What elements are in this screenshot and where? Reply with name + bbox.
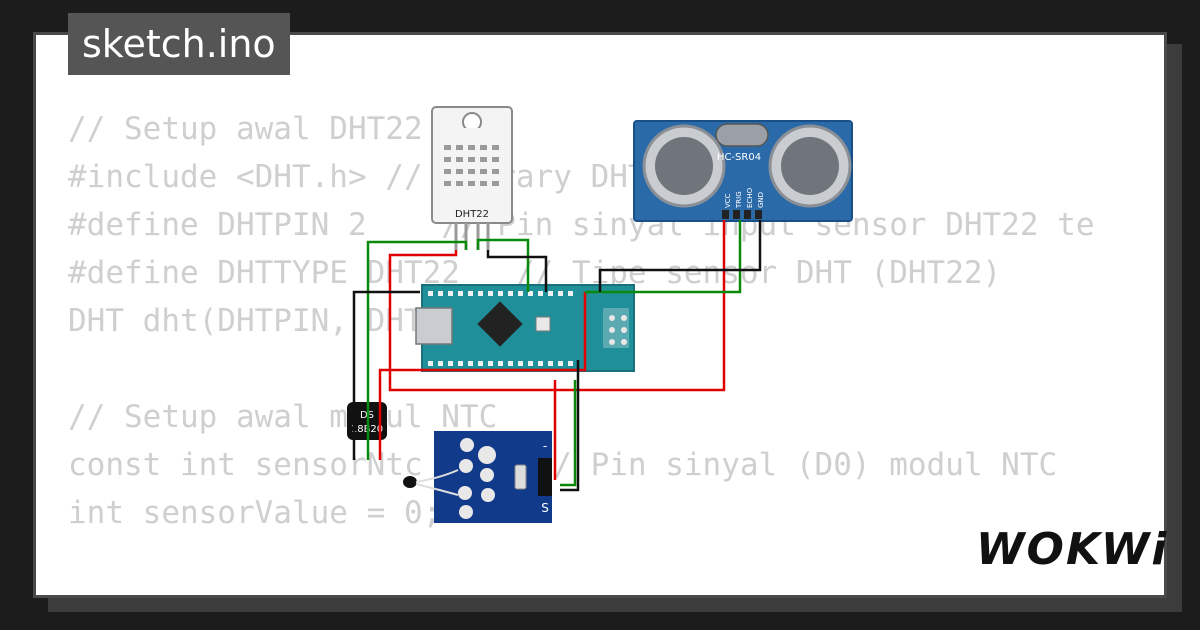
dht22-sensor[interactable]: DHT22 <box>431 106 513 250</box>
code-line: // Setup awal DHT22 <box>68 111 423 147</box>
code-line: // Setup awal sensor ultrasonic HCSR04 <box>68 585 1095 595</box>
hcsr04-pin-gnd: GND <box>757 192 765 208</box>
code-line: #define DHTPIN 2 // Pin sinyal input sen… <box>68 207 1095 243</box>
ntc-signal-label: S <box>541 501 549 515</box>
wires <box>352 220 762 492</box>
hcsr04-pin-echo: ECHO <box>746 187 754 208</box>
ntc-minus-label: - <box>543 439 547 453</box>
hcsr04-pin-vcc: VCC <box>724 193 732 208</box>
dht22-label: DHT22 <box>455 209 489 220</box>
arduino-nano-board[interactable] <box>415 284 635 372</box>
ntc-module[interactable]: - S <box>403 431 552 523</box>
hcsr04-sensor[interactable]: HC-SR04 VCC TRIG ECHO GND <box>633 120 853 222</box>
file-name-tab[interactable]: sketch.ino <box>68 13 290 75</box>
hcsr04-label: HC-SR04 <box>717 152 761 163</box>
hcsr04-pin-trig: TRIG <box>735 191 743 209</box>
wokwi-logo: WOKWi <box>976 524 1169 575</box>
code-line: // Setup awal modul NTC <box>68 399 498 435</box>
